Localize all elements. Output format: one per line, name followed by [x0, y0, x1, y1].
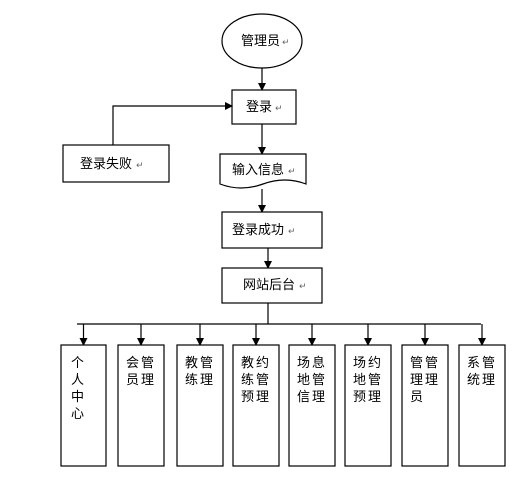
module-label: 会员管理: [126, 356, 154, 388]
module-box: [117, 344, 165, 467]
paragraph-mark-icon: ↵: [288, 227, 296, 237]
module-label: 管理员管理: [410, 356, 438, 405]
module-label: 教练预约管理: [241, 355, 269, 405]
input-info-label: 输入信息: [232, 162, 284, 178]
module-box: [60, 344, 107, 467]
module-label: 场地预约管理: [353, 356, 381, 405]
module-box: [288, 344, 336, 467]
module-label: 个人中心: [71, 356, 84, 422]
login-failed-label: 登录失败: [80, 157, 132, 172]
paragraph-mark-icon: ↵: [275, 104, 283, 114]
module-box: [458, 344, 506, 467]
admin-start-node: 管理员 ↵: [221, 13, 303, 69]
module-box: [232, 344, 280, 467]
login-success-node: 登录成功 ↵: [221, 211, 323, 249]
login-success-label: 登录成功: [232, 223, 284, 238]
paragraph-mark-icon: ↵: [288, 167, 296, 177]
module-box: [401, 344, 449, 467]
paragraph-mark-icon: ↵: [299, 282, 307, 292]
login-failed-node: 登录失败 ↵: [62, 144, 170, 183]
module-box: [344, 344, 392, 467]
login-node: 登录 ↵: [231, 89, 297, 125]
module-label: 系统管理: [467, 356, 495, 388]
input-info-node: 输入信息 ↵: [219, 153, 307, 189]
backend-node: 网站后台 ↵: [221, 267, 323, 304]
module-box: [176, 344, 224, 467]
admin-start-label: 管理员: [241, 34, 280, 49]
paragraph-mark-icon: ↵: [282, 38, 290, 48]
arrow-failed-to-login: [112, 102, 233, 145]
paragraph-mark-icon: ↵: [136, 161, 144, 171]
module-label: 场地信息管理: [297, 355, 325, 405]
module-label: 教练管理: [185, 355, 213, 388]
login-label: 登录: [246, 100, 272, 115]
backend-label: 网站后台: [243, 278, 295, 293]
